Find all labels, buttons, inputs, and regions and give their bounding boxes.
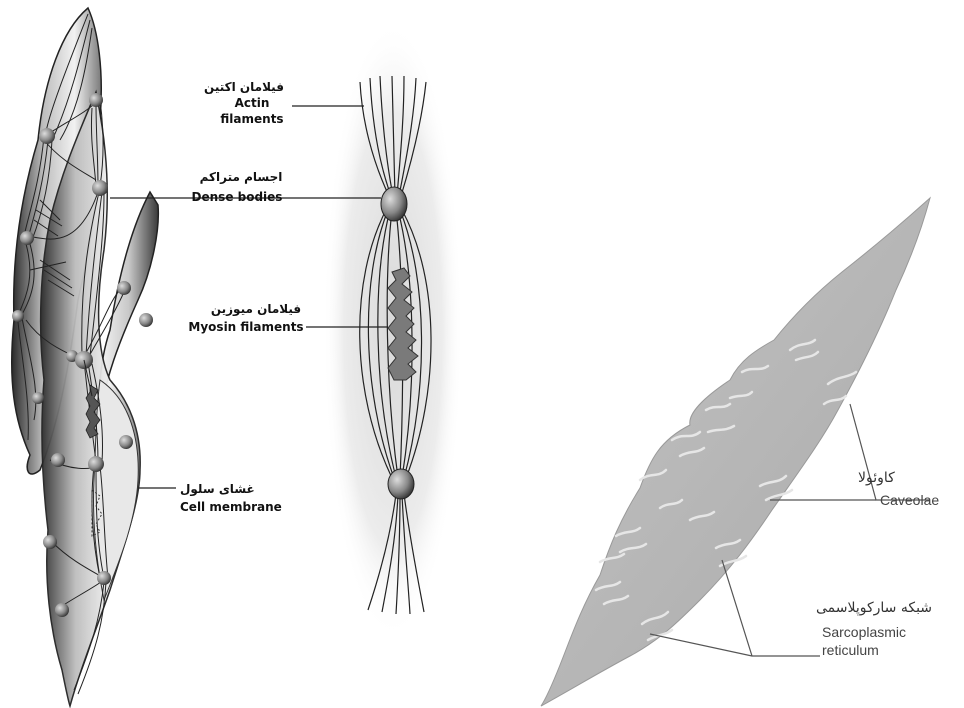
label-caveolae-en: Caveolae bbox=[880, 492, 960, 508]
label-sr-fa: شبکه سارکوپلاسمی bbox=[816, 600, 956, 616]
label-actin-en-2: filaments bbox=[212, 112, 292, 126]
dense-body-top bbox=[381, 187, 407, 221]
dense-body-bottom bbox=[388, 469, 414, 499]
label-sr-en-1: Sarcoplasmic bbox=[822, 624, 942, 640]
label-myosin-fa: فیلامان میوزین bbox=[206, 302, 306, 316]
label-actin-fa: فیلامان اکتین bbox=[198, 80, 290, 94]
label-dense-fa: اجسام متراکم bbox=[196, 170, 286, 184]
label-sr-en-2: reticulum bbox=[822, 642, 942, 658]
label-caveolae-fa: کاوئولا bbox=[858, 470, 938, 486]
label-membrane-en: Cell membrane bbox=[180, 500, 290, 514]
label-actin-en-1: Actin bbox=[212, 96, 292, 110]
label-dense-en: Dense bodies bbox=[182, 190, 292, 204]
smooth-muscle-cell-cluster bbox=[12, 8, 159, 706]
magnified-contractile-unit bbox=[323, 20, 463, 640]
label-membrane-fa: غشای سلول bbox=[180, 482, 280, 496]
label-myosin-en: Myosin filaments bbox=[186, 320, 306, 334]
